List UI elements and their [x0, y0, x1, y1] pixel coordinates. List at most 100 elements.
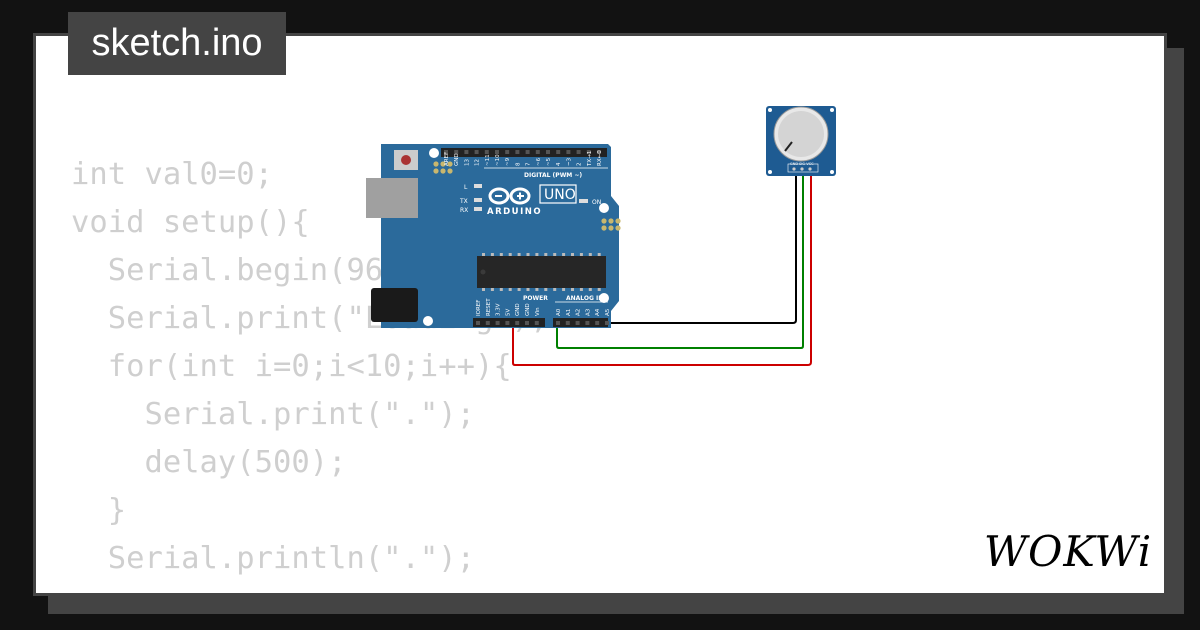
wire-sig — [556, 166, 804, 349]
pin-hole[interactable] — [505, 321, 510, 325]
led-l — [474, 184, 482, 188]
chip-notch — [480, 269, 486, 275]
pin-hole[interactable] — [575, 321, 580, 325]
pin-hole[interactable] — [546, 150, 550, 154]
pin-label: ~10 — [495, 154, 501, 166]
pot-mount — [830, 108, 834, 112]
pin-label: GND — [525, 303, 531, 316]
pin-hole[interactable] — [535, 150, 540, 154]
pin-hole[interactable] — [605, 321, 609, 325]
pot-indicator — [784, 141, 793, 152]
pin-hole[interactable] — [495, 150, 499, 154]
led-l-label: L — [464, 184, 468, 191]
icsp-header — [433, 161, 453, 174]
chip-pins — [482, 253, 601, 291]
pin-hole[interactable] — [464, 150, 469, 154]
pot-mount — [768, 108, 772, 112]
pin-hole[interactable] — [586, 150, 591, 154]
model-label: UNO — [544, 187, 576, 203]
pin-label: TX→1 — [587, 151, 593, 167]
pot-mount — [768, 170, 772, 174]
pin-label: A0 — [556, 308, 562, 316]
pin-hole[interactable] — [525, 150, 530, 154]
digital-header — [441, 148, 607, 157]
digital-label: DIGITAL (PWM ~) — [524, 172, 582, 179]
led-tx-label: TX — [459, 198, 468, 205]
led-on — [579, 199, 588, 203]
sketch-title: sketch.ino — [68, 12, 286, 75]
pin-hole[interactable] — [474, 150, 479, 154]
icsp-header — [601, 218, 621, 231]
pin-label: 13 — [464, 159, 470, 166]
pin-hole[interactable] — [566, 150, 571, 154]
pin-hole[interactable] — [495, 321, 500, 325]
pin-hole[interactable] — [515, 321, 520, 325]
code-line: } — [71, 493, 127, 528]
power-label: POWER — [523, 295, 548, 302]
pin-hole[interactable] — [595, 321, 600, 325]
pot-pin[interactable] — [808, 167, 812, 171]
pin-label: ~5 — [546, 157, 552, 166]
pot-mount — [830, 170, 834, 174]
pin-hole[interactable] — [454, 150, 459, 154]
pin-label: 7 — [526, 162, 532, 166]
analog-header — [553, 318, 608, 327]
pin-hole[interactable] — [525, 321, 529, 325]
pin-label: A5 — [605, 308, 611, 316]
reset-button[interactable] — [401, 155, 411, 165]
pin-hole[interactable] — [515, 150, 520, 154]
led-rx-label: RX — [460, 207, 468, 214]
pin-label: GND — [454, 153, 460, 166]
wire-vcc — [512, 166, 812, 366]
pin-label: A1 — [566, 309, 572, 316]
wokwi-logo: WOKWi — [984, 527, 1152, 576]
pin-hole[interactable] — [444, 150, 448, 154]
code-line: for(int i=0;i<10;i++){ — [71, 349, 512, 384]
pot-pin[interactable] — [792, 167, 796, 171]
pin-label: 12 — [475, 159, 481, 166]
pin-label: RESET — [486, 298, 492, 316]
pin-hole[interactable] — [585, 321, 590, 325]
pin-hole[interactable] — [556, 150, 561, 154]
pin-hole[interactable] — [484, 150, 489, 154]
pot-pin-label: VCC — [806, 162, 814, 166]
pin-label: A4 — [595, 308, 601, 316]
pin-hole[interactable] — [597, 150, 601, 154]
pin-hole[interactable] — [476, 321, 480, 325]
code-line: int val0=0; — [71, 157, 273, 192]
pot-pin[interactable] — [800, 167, 804, 171]
code-line: void setup(){ — [71, 205, 310, 240]
mount-hole — [423, 316, 433, 326]
pin-label: 8 — [515, 162, 521, 166]
pot-pin-label: GND — [790, 162, 798, 166]
mount-hole — [429, 148, 439, 158]
pin-label: IOREF — [476, 300, 482, 316]
led-tx — [474, 198, 482, 202]
pin-hole[interactable] — [485, 321, 490, 325]
wokwi-logo-text: WOKWi — [984, 527, 1152, 576]
pin-hole[interactable] — [505, 150, 510, 154]
mount-hole — [599, 203, 609, 213]
pin-hole[interactable] — [556, 321, 560, 325]
led-rx — [474, 207, 482, 211]
power-pin-holes — [476, 321, 539, 325]
pot-pin-header — [787, 163, 819, 173]
led-on-label: ON — [592, 199, 601, 206]
mount-hole — [599, 293, 609, 303]
code-line: Serial.println("ok"); — [71, 583, 548, 593]
pin-label: 4 — [556, 162, 562, 166]
pin-hole[interactable] — [565, 321, 570, 325]
pin-hole[interactable] — [534, 321, 539, 325]
code-line: delay(500); — [71, 445, 347, 480]
wire-gnd — [557, 166, 797, 324]
analog-pin-holes — [556, 321, 609, 325]
pin-label: 5V — [505, 309, 511, 316]
pin-hole[interactable] — [576, 150, 581, 154]
pin-label: A2 — [576, 309, 582, 316]
pin-label: 2 — [577, 163, 583, 167]
analog-label: ANALOG IN — [566, 295, 603, 302]
